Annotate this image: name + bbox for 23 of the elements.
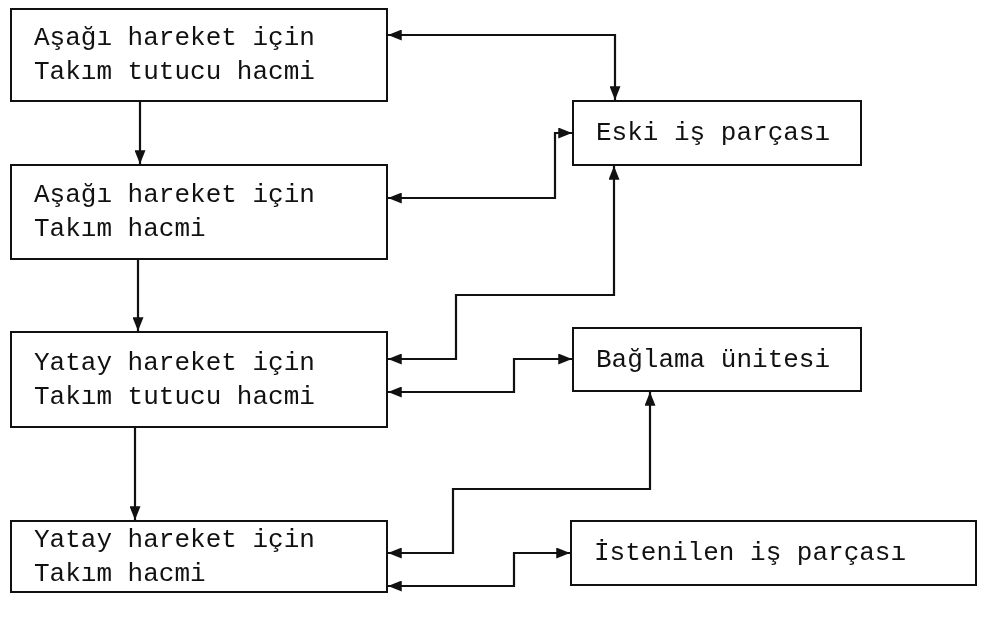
- connector-arrow: [388, 166, 620, 365]
- connector-arrow: [388, 29, 621, 100]
- process-box: [572, 327, 862, 392]
- process-box: [10, 164, 388, 260]
- box-label: Aşağı hareket için Takım hacmi: [33, 179, 316, 246]
- box-label: Aşağı hareket için Takım tutucu hacmi: [33, 22, 316, 89]
- connector-arrow: [388, 127, 572, 204]
- process-box: [572, 100, 862, 166]
- connector-arrow: [388, 547, 570, 592]
- connector-arrow: [388, 392, 656, 559]
- box-label: Bağlama ünitesi: [595, 343, 831, 377]
- box-label: Eski iş parçası: [595, 117, 831, 150]
- box-label: Yatay hareket için Takım tutucu hacmi: [33, 346, 316, 414]
- process-box: [10, 331, 388, 428]
- process-box: [10, 8, 388, 102]
- process-box: [10, 520, 388, 593]
- process-box: [570, 520, 977, 586]
- connector-arrow: [129, 428, 141, 520]
- connector-arrow: [388, 353, 572, 398]
- connector-arrow: [132, 260, 144, 331]
- box-label: Yatay hareket için Takım hacmi: [33, 523, 316, 591]
- box-label: İstenilen iş parçası: [593, 537, 907, 570]
- connector-arrow: [134, 102, 146, 164]
